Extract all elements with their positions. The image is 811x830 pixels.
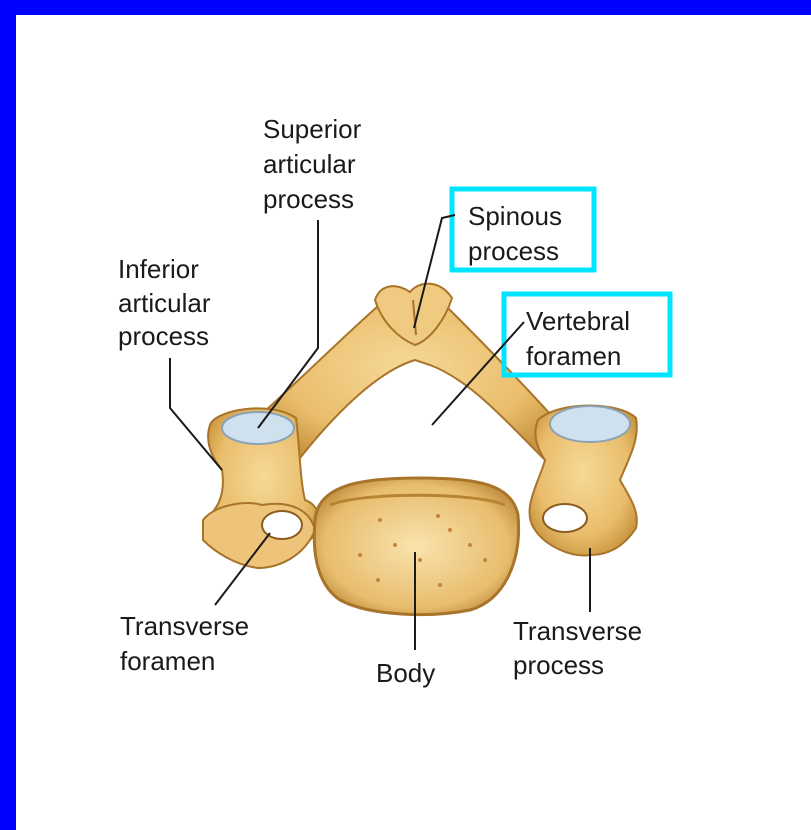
label-spinous-process: Spinous process: [468, 201, 569, 266]
right-transverse-foramen-hole: [543, 504, 587, 532]
label-inferior-articular-process: Inferior articular process: [118, 254, 218, 351]
label-body: Body: [376, 658, 435, 688]
label-transverse-process: Transverse process: [513, 616, 649, 680]
label-superior-articular-process: Superior articular process: [263, 114, 369, 214]
left-transverse-process: [203, 503, 315, 568]
right-superior-facet: [550, 406, 630, 442]
label-vertebral-foramen: Vertebral foramen: [526, 306, 637, 371]
vertebral-body: [314, 478, 518, 615]
label-transverse-foramen: Transverse foramen: [120, 611, 256, 676]
